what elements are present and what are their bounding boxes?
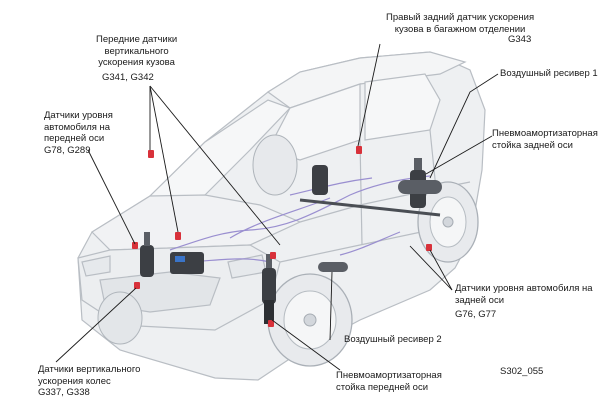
leader-lines (55, 43, 499, 371)
label-wheel-sensors: Датчики вертикального ускорения колес G3… (38, 364, 140, 399)
front-right-strut-component (262, 254, 276, 324)
label-line: задней оси (455, 294, 504, 306)
label-rear-level-sensors-code: G76, G77 (455, 309, 496, 321)
label-line: автомобиля на (44, 121, 111, 133)
rear-right-wheel (417, 181, 479, 263)
label-front-strut: Пневмоамортизаторная стойка передней оси (336, 370, 442, 393)
label-front-vertical-sensors: Передние датчики вертикального ускорения… (96, 34, 177, 69)
label-front-vertical-sensors-code: G341, G342 (102, 72, 154, 84)
label-line: Датчики уровня (44, 110, 113, 121)
sensor-wheel-left (134, 282, 140, 289)
sensor-front-level-right (270, 252, 276, 259)
valve-block-component (170, 252, 204, 274)
label-line: Воздушный ресивер 1 (500, 68, 598, 79)
label-code: G341, G342 (102, 72, 154, 83)
label-line: кузова в багажном отделении (394, 23, 526, 35)
figure-id: S302_055 (500, 366, 543, 378)
rear-axle (299, 198, 441, 217)
label-rear-right-sensor: Правый задний датчик ускорения кузова в … (386, 12, 534, 35)
label-line: передней оси (44, 133, 105, 144)
label-code: G78, G289 (44, 144, 91, 156)
label-air-receiver-2: Воздушный ресивер 2 (344, 334, 442, 346)
label-rear-strut: Пневмоамортизаторная стойка задней оси (492, 128, 598, 151)
rear-left-strut-component (312, 165, 328, 195)
label-code: G76, G77 (455, 309, 497, 320)
label-line: Пневмоамортизаторная (336, 370, 442, 381)
components (140, 158, 442, 324)
label-line: стойка задней оси (492, 139, 573, 151)
spare-wheel (252, 134, 298, 196)
sensor-rear-body (356, 146, 362, 154)
sensor-front-right-body (175, 232, 181, 240)
front-right-wheel (267, 273, 353, 367)
label-code: G337, G338 (38, 387, 90, 398)
front-left-strut-component (140, 232, 154, 277)
sensor-front-level-left (132, 242, 138, 249)
label-line: стойка передней оси (336, 381, 429, 393)
label-line: вертикального (104, 45, 169, 57)
air-receiver-1-component (398, 180, 442, 194)
label-line: ускорения кузова (98, 57, 175, 68)
label-line: ускорения колес (38, 375, 111, 387)
label-line: Датчики вертикального (38, 364, 141, 375)
label-code: G343 (508, 34, 532, 45)
label-rear-right-sensor-code: G343 (508, 34, 531, 46)
sensors (132, 146, 432, 327)
figure-id-text: S302_055 (500, 366, 544, 377)
label-rear-level-sensors: Датчики уровня автомобиля на задней оси (455, 283, 593, 306)
sensor-front-left-body (148, 150, 154, 158)
label-line: Правый задний датчик ускорения (386, 12, 535, 23)
sensor-wheel-right (268, 320, 274, 327)
sensor-rear-level (426, 244, 432, 251)
label-front-level-sensors: Датчики уровня автомобиля на передней ос… (44, 110, 113, 156)
label-line: Воздушный ресивер 2 (344, 334, 442, 345)
label-line: Передние датчики (96, 34, 178, 45)
label-line: Пневмоамортизаторная (492, 128, 598, 139)
front-left-wheel (97, 291, 143, 345)
air-receiver-2-component (318, 262, 348, 272)
label-air-receiver-1: Воздушный ресивер 1 (500, 68, 598, 80)
label-line: Датчики уровня автомобиля на (455, 283, 593, 294)
